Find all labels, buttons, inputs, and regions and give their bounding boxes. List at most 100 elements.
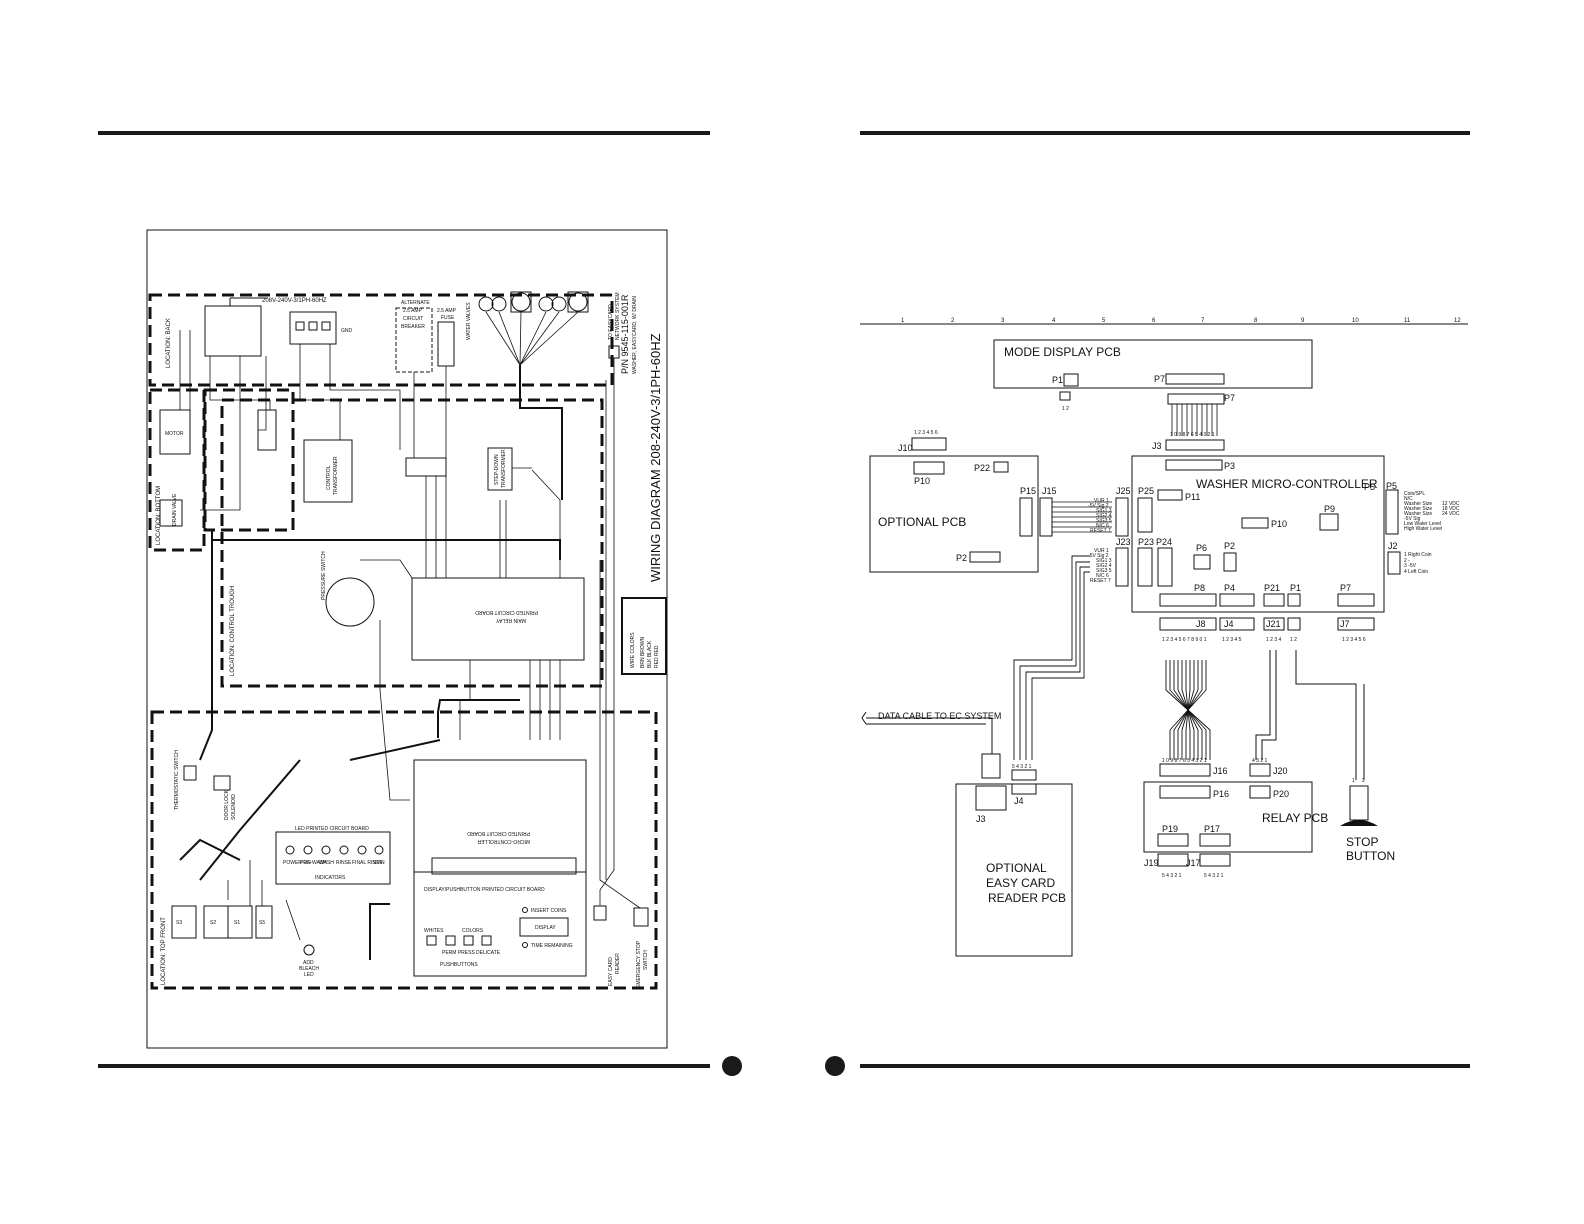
right-top-rule bbox=[860, 131, 1470, 135]
mode-display-pcb bbox=[993, 339, 1313, 389]
location-back-label: LOCATION: BACK bbox=[166, 318, 172, 368]
left-diagram-frame bbox=[146, 229, 668, 1049]
svg-text:ADD: ADD bbox=[303, 960, 314, 966]
svg-text:DELICATE: DELICATE bbox=[476, 950, 501, 956]
svg-text:P21: P21 bbox=[1264, 583, 1280, 593]
svg-text:J21: J21 bbox=[1266, 619, 1281, 629]
indicator-leds bbox=[285, 845, 384, 855]
drain-valve bbox=[159, 499, 183, 527]
svg-text:1 2: 1 2 bbox=[1290, 637, 1297, 643]
svg-text:7: 7 bbox=[1201, 318, 1205, 324]
relay-pcb bbox=[1143, 781, 1313, 853]
svg-text:DISPLAY/PUSHBUTTON PRINTED CIR: DISPLAY/PUSHBUTTON PRINTED CIRCUIT BOARD bbox=[424, 887, 545, 893]
svg-text:CONTROL: CONTROL bbox=[326, 465, 332, 490]
optional-pcb bbox=[869, 455, 1039, 573]
left-page-marker bbox=[722, 1056, 742, 1076]
svg-text:BREAKER: BREAKER bbox=[401, 324, 425, 330]
svg-text:Low Water Level: Low Water Level bbox=[1404, 521, 1441, 527]
thermostatic-switch bbox=[183, 765, 197, 781]
main-relay-board bbox=[411, 577, 585, 661]
svg-text:OPTIONAL: OPTIONAL bbox=[986, 861, 1047, 875]
svg-text:PRESSURE SWITCH: PRESSURE SWITCH bbox=[321, 551, 327, 600]
svg-text:BLK BLACK: BLK BLACK bbox=[647, 640, 653, 668]
terminal-block-l1l2l3 bbox=[289, 311, 337, 345]
svg-text:P1: P1 bbox=[1290, 583, 1301, 593]
svg-text:J23: J23 bbox=[1116, 537, 1131, 547]
svg-text:J20: J20 bbox=[1273, 766, 1288, 776]
svg-text:MICRO-CONTROLLER: MICRO-CONTROLLER bbox=[477, 838, 530, 844]
display-pushbutton-board bbox=[413, 871, 587, 977]
svg-text:S3: S3 bbox=[176, 920, 182, 926]
svg-text:1 2 3 4 5 6 7 8 9 0 1: 1 2 3 4 5 6 7 8 9 0 1 bbox=[1162, 637, 1207, 643]
svg-text:DISPLAY: DISPLAY bbox=[535, 925, 556, 931]
svg-text:J7: J7 bbox=[1340, 619, 1350, 629]
svg-text:LED PRINTED CIRCUIT BOARD: LED PRINTED CIRCUIT BOARD bbox=[295, 826, 369, 832]
j23-j4-wires bbox=[1013, 555, 1090, 760]
door-lock-solenoid bbox=[213, 775, 231, 791]
svg-text:5 4 3 2 1: 5 4 3 2 1 bbox=[1204, 873, 1224, 879]
svg-text:-5V Sig 2: -5V Sig 2 bbox=[1088, 553, 1109, 559]
svg-text:DRAIN VALVE: DRAIN VALVE bbox=[172, 493, 178, 526]
svg-text:MOTOR: MOTOR bbox=[165, 431, 184, 437]
svg-text:FUSE: FUSE bbox=[441, 315, 455, 321]
svg-text:J3: J3 bbox=[1152, 441, 1162, 451]
svg-text:STOP: STOP bbox=[1346, 835, 1378, 849]
svg-text:Washer Size: Washer Size bbox=[1404, 501, 1432, 507]
svg-text:PERM PRESS: PERM PRESS bbox=[442, 950, 475, 956]
svg-text:3: 3 bbox=[1001, 318, 1005, 324]
svg-text:LED: LED bbox=[304, 972, 314, 978]
svg-text:4 Left Coin: 4 Left Coin bbox=[1404, 569, 1428, 575]
emergency-stop-switch bbox=[633, 907, 649, 927]
svg-text:GND: GND bbox=[341, 328, 353, 334]
svg-text:18 VDC: 18 VDC bbox=[1442, 506, 1460, 512]
svg-text:1 0 9 8 7 6 5 4 3 2 1: 1 0 9 8 7 6 5 4 3 2 1 bbox=[1170, 432, 1215, 438]
svg-text:NETWORK SYSTEM: NETWORK SYSTEM bbox=[615, 292, 621, 340]
svg-text:READER PCB: READER PCB bbox=[988, 891, 1066, 905]
svg-text:SIG1 3: SIG1 3 bbox=[1096, 508, 1112, 514]
svg-text:P6: P6 bbox=[1196, 543, 1207, 553]
washer-micro-controller bbox=[1131, 455, 1385, 613]
svg-text:P24: P24 bbox=[1156, 537, 1172, 547]
svg-text:J4: J4 bbox=[1014, 796, 1024, 806]
svg-text:5: 5 bbox=[1102, 318, 1106, 324]
svg-text:10: 10 bbox=[1352, 318, 1359, 324]
svg-text:12 VDC: 12 VDC bbox=[1442, 501, 1460, 507]
svg-text:MAIN RELAY: MAIN RELAY bbox=[495, 617, 526, 623]
svg-text:9: 9 bbox=[1301, 318, 1305, 324]
svg-text:WASH: WASH bbox=[319, 860, 334, 866]
led-circuit-board bbox=[275, 831, 391, 885]
terminal-strip bbox=[405, 457, 447, 477]
svg-text:SIG1 3: SIG1 3 bbox=[1096, 558, 1112, 564]
svg-text:CIRCUIT: CIRCUIT bbox=[403, 316, 423, 322]
stop-button-wires bbox=[1295, 650, 1357, 780]
svg-text:4 3 2 1: 4 3 2 1 bbox=[1252, 758, 1268, 764]
grid-numbers: 1 2 3 4 5 6 7 8 9 10 11 12 bbox=[901, 318, 1461, 324]
svg-text:High Water Level: High Water Level bbox=[1404, 526, 1442, 532]
svg-text:24 VDC: 24 VDC bbox=[1442, 511, 1460, 517]
svg-text:EASY CARD: EASY CARD bbox=[986, 876, 1055, 890]
svg-text:EMERGENCY STOP: EMERGENCY STOP bbox=[636, 940, 642, 988]
svg-text:P7: P7 bbox=[1154, 374, 1165, 384]
svg-text:TIME REMAINING: TIME REMAINING bbox=[531, 943, 573, 949]
svg-text:DATA CABLE TO EC SYSTEM: DATA CABLE TO EC SYSTEM bbox=[878, 711, 1001, 721]
stop-button bbox=[1349, 785, 1369, 821]
svg-text:P11: P11 bbox=[1185, 492, 1200, 502]
svg-text:Washer Size: Washer Size bbox=[1404, 511, 1432, 517]
diagram-title: WIRING DIAGRAM 208-240V-3/1PH-60HZ bbox=[648, 333, 663, 582]
svg-text:N/C: N/C bbox=[1404, 496, 1413, 502]
location-trough-label: LOCATION: CONTROL TROUGH bbox=[230, 586, 236, 676]
optional-easy-card-reader-pcb bbox=[955, 783, 1073, 957]
svg-text:J15: J15 bbox=[1042, 486, 1057, 496]
svg-text:2: 2 bbox=[951, 318, 955, 324]
data-cable bbox=[861, 711, 993, 754]
control-wires bbox=[179, 330, 641, 941]
svg-text:RESET 7: RESET 7 bbox=[1090, 578, 1111, 584]
svg-text:3 -5V: 3 -5V bbox=[1404, 563, 1417, 569]
svg-text:P15: P15 bbox=[1020, 486, 1036, 496]
left-top-rule bbox=[98, 131, 710, 135]
svg-text:P23: P23 bbox=[1138, 537, 1154, 547]
j15-j25-wires bbox=[1052, 501, 1112, 533]
j8-j16-harness bbox=[1165, 660, 1211, 760]
wire-colors-table bbox=[621, 597, 667, 675]
svg-text:P3: P3 bbox=[1224, 461, 1235, 471]
